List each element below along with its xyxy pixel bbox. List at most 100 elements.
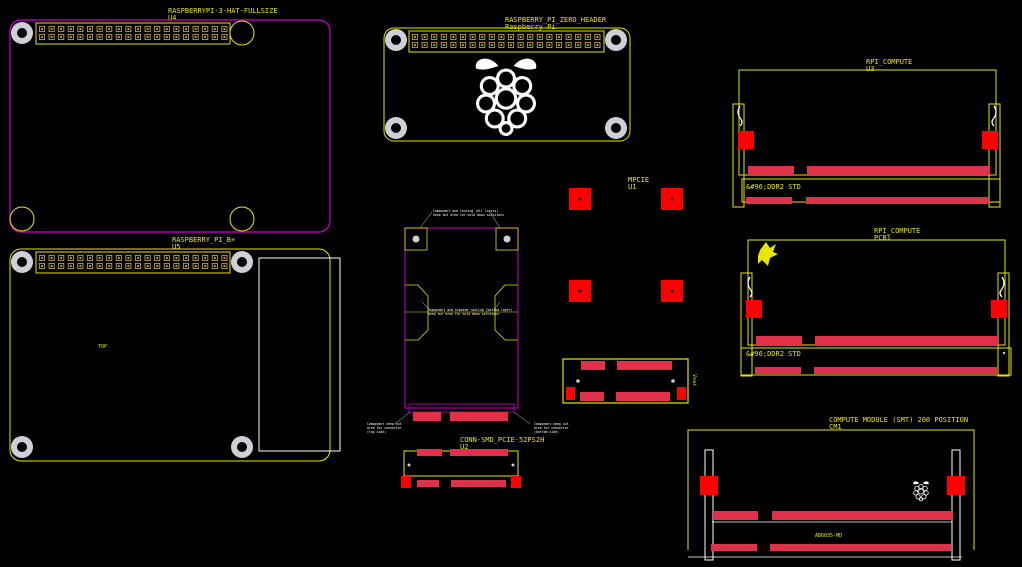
conn-smd-pads: [450, 449, 508, 456]
compute-module-name: COMPUTE MODULE (SMT) 200 POSITION: [829, 416, 968, 424]
minipcie-note-br-3: (bottom side): [534, 430, 559, 434]
header-pin-pair: [211, 254, 218, 270]
minipcie-note-mid-1: Component and exposed routing (bottom la…: [428, 308, 513, 312]
pi-bplus-side-text: TOP: [98, 344, 107, 350]
leader-line: [489, 211, 501, 229]
mpcie-pad: [661, 280, 683, 302]
mounting-hole-icon: [385, 117, 407, 139]
footprint-rpi-compute-u3[interactable]: RPI_COMPUTE U3 &#96;DDR2 STD: [732, 58, 1001, 208]
header-pin-pair: [211, 25, 218, 41]
header-pin-pair: [192, 25, 199, 41]
compute-module-anchor-pad: [947, 476, 965, 495]
hat-fullsize-header-outline: [35, 22, 231, 45]
mounting-hole-ring-icon: [9, 206, 35, 232]
header-pin-pair: [421, 33, 428, 49]
pi-bplus-header-pins: [38, 254, 228, 270]
footprint-conn-smd-pcie[interactable]: CONN-SMD_PCIE-52PS2H U2: [401, 436, 544, 488]
pi-bplus-name: RASPBERRY_PI_B+: [172, 236, 235, 244]
minipcie-keepout-drawing[interactable]: Component and routing (all layers) keep …: [367, 209, 569, 434]
leader-line: [419, 211, 433, 229]
footprint-pi-bplus[interactable]: RASPBERRY_PI_B+ U5 TOP: [9, 236, 341, 462]
header-pin-pair: [86, 25, 94, 41]
header-pin-pair: [173, 25, 180, 41]
minipcie-note-bl-2: area for connector: [367, 426, 402, 430]
footprint-rpi-compute-pcb1[interactable]: RPI_COMPUTE PCB1 &#96;DDR2 STD: [740, 227, 1012, 377]
rpi-compute-u3-pads-bottom: [806, 197, 989, 204]
rpi-compute-pcb1-pads-top: [756, 336, 802, 345]
rpi-compute-pcb1-socket: [740, 347, 1012, 376]
mpcie-pad: [569, 280, 591, 302]
header-pin-pair: [202, 254, 209, 270]
header-pin-pair: [77, 254, 84, 270]
header-pin-pair: [173, 254, 180, 270]
conn-smd-anchor-pad: [401, 476, 411, 488]
footprint-mpcie[interactable]: MPCIE U1: [569, 176, 683, 302]
footprint-zero-header[interactable]: RASPBERRY_PI_ZERO_HEADER Raspberry_Pi: [383, 16, 631, 142]
pi-bplus-ref: U5: [172, 243, 180, 251]
rpi-compute-u3-pads-bottom: [746, 197, 792, 204]
rpi-compute-u3-pads-top: [807, 166, 990, 175]
zero-header-ref: Raspberry_Pi: [505, 23, 556, 31]
minipcie-outline: [404, 227, 519, 409]
header-pin-pair: [584, 33, 591, 49]
hat-fullsize-outline: [9, 19, 331, 233]
header-pin-pair: [38, 25, 46, 41]
footprint-small-connector[interactable]: Vsa+: [562, 358, 697, 404]
header-pin-pair: [125, 254, 132, 270]
rpi-compute-pcb1-anchor-pad: [746, 300, 762, 318]
hat-fullsize-name: RASPBERRYPI-3-HAT-FULLSIZE: [168, 7, 278, 15]
minipcie-note-bl-3: (top side): [367, 430, 386, 434]
latch-clip-icon: [999, 276, 1005, 298]
header-pin-pair: [459, 33, 467, 49]
header-pin-pair: [450, 33, 457, 49]
mounting-hole-icon: [11, 22, 33, 44]
mounting-hole-icon: [11, 436, 33, 458]
zero-header-pins: [411, 33, 601, 49]
compute-module-anchor-pad: [700, 476, 718, 495]
header-pin-pair: [440, 33, 447, 49]
header-pin-pair: [431, 33, 438, 49]
header-pin-pair: [96, 254, 103, 270]
footprint-compute-module-smt[interactable]: COMPUTE MODULE (SMT) 200 POSITION CM1 AB…: [687, 416, 975, 561]
mounting-hole-icon: [605, 29, 627, 51]
header-pin-pair: [58, 25, 65, 41]
rpi-compute-u3-latch: [732, 103, 745, 208]
conn-smd-name: CONN-SMD_PCIE-52PS2H: [460, 436, 544, 444]
footprint-hat-fullsize[interactable]: RASPBERRYPI-3-HAT-FULLSIZE U4: [9, 7, 331, 233]
header-pin-pair: [594, 33, 601, 49]
rpi-compute-pcb1-pads-top: [815, 336, 998, 345]
conn-smd-anchor-pad: [511, 476, 521, 488]
header-pin-pair: [163, 25, 170, 41]
minipcie-edge-pads: [450, 412, 508, 421]
minipcie-note-mid-2: keep out area for hold down solutions: [428, 312, 499, 316]
compute-module-connector-label: AB6035-MD: [815, 533, 842, 539]
rpi-compute-u3-latch: [988, 103, 1001, 208]
zero-header-outline: [383, 27, 631, 142]
minipcie-note-top-2: keep out area for hold down solutions: [433, 213, 504, 217]
rpi-compute-pcb1-latch: [997, 272, 1010, 377]
header-pin-pair: [125, 25, 132, 41]
header-pin-pair: [154, 254, 161, 270]
header-pin-pair: [221, 25, 228, 41]
compute-module-ref: CM1: [829, 423, 842, 431]
rpi-compute-u3-outline: [738, 69, 997, 176]
header-pin-pair: [58, 254, 65, 270]
conn-smd-pads: [451, 480, 506, 487]
header-pin-pair: [154, 25, 161, 41]
small-conn-pads: [616, 392, 670, 401]
rpi-compute-pcb1-socket-text: &#96;DDR2 STD: [746, 350, 801, 358]
header-pin-pair: [144, 254, 151, 270]
latch-clip-icon: [991, 105, 997, 127]
header-pin-pair: [182, 25, 190, 41]
header-pin-pair: [182, 254, 190, 270]
rpi-compute-pcb1-ref: PCB1: [874, 234, 891, 242]
conn-smd-pads: [417, 480, 439, 487]
compute-module-pads-bottom: [711, 544, 757, 551]
header-pin-pair: [536, 33, 543, 49]
header-pin-pair: [67, 25, 74, 41]
header-pin-pair: [479, 33, 486, 49]
small-conn-peg-icon: [576, 379, 580, 383]
mpcie-ref: U1: [628, 183, 636, 191]
rpi-compute-pcb1-pads-bottom: [814, 367, 997, 374]
